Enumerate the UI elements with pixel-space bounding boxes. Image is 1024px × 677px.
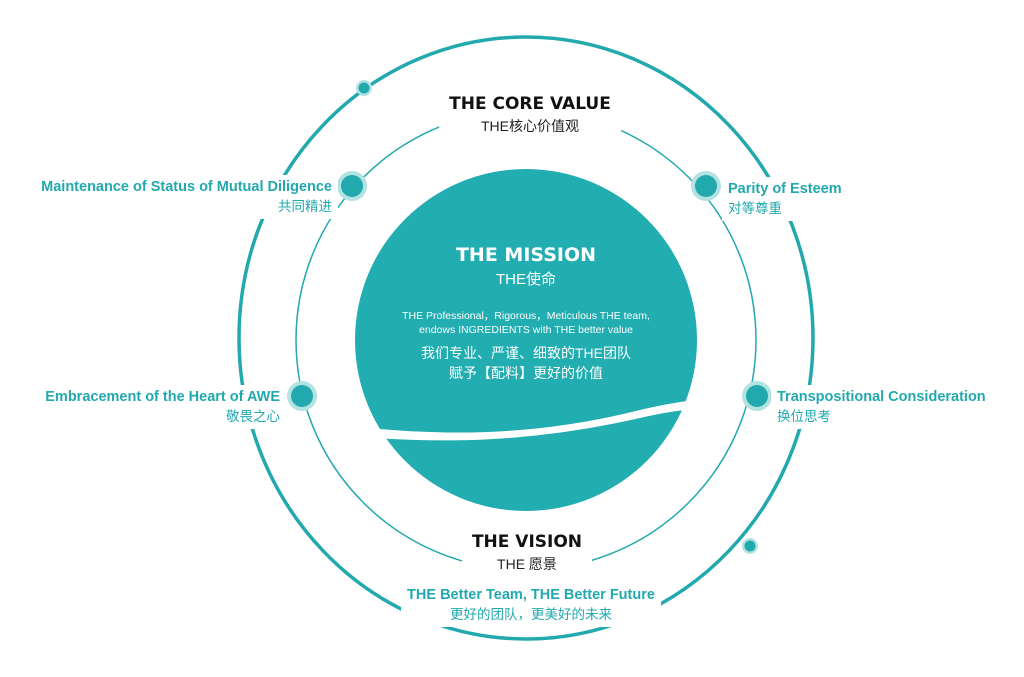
value-label-zh: 换位思考	[777, 409, 831, 424]
value-awe: Embracement of the Heart of AWE 敬畏之心	[39, 385, 286, 429]
mission-desc-en-line2: endows INGREDIENTS with THE better value	[419, 324, 633, 336]
value-transpositional: Transpositional Consideration 换位思考	[771, 385, 992, 429]
vision-heading: THE VISION THE 愿景	[461, 530, 593, 576]
node-awe	[287, 381, 317, 411]
value-label-zh: 敬畏之心	[226, 409, 280, 424]
value-label-en: Embracement of the Heart of AWE	[45, 389, 280, 405]
outer-ring	[237, 35, 815, 641]
value-label-zh: 对等尊重	[728, 201, 782, 216]
vision-subtitle: THE 愿景	[497, 556, 557, 572]
mission-desc-en-line1: THE Professional，Rigorous，Meticulous THE…	[402, 310, 650, 322]
outer-dot-top	[356, 80, 372, 96]
vision-slogan: THE Better Team, THE Better Future 更好的团队…	[401, 583, 661, 627]
node-mutual-diligence	[337, 171, 367, 201]
value-parity-esteem: Parity of Esteem 对等尊重	[722, 177, 848, 221]
mission-title: THE MISSION	[455, 244, 597, 266]
mission-desc-en: THE Professional，Rigorous，Meticulous THE…	[402, 309, 650, 337]
value-label-en: Maintenance of Status of Mutual Diligenc…	[41, 179, 332, 195]
core-value-heading: THE CORE VALUE THE核心价值观	[439, 92, 621, 138]
core-value-title: THE CORE VALUE	[449, 94, 611, 114]
outer-dot-bottom	[742, 538, 758, 554]
value-mutual-diligence: Maintenance of Status of Mutual Diligenc…	[35, 175, 338, 219]
mission-desc-zh-line1: 我们专业、严谨、细致的THE团队	[421, 345, 631, 361]
node-transpositional	[742, 381, 772, 411]
node-parity-esteem	[691, 171, 721, 201]
core-value-subtitle: THE核心价值观	[481, 118, 579, 134]
value-label-zh: 共同精进	[278, 199, 332, 214]
mission-desc-zh-line2: 赋予【配料】更好的价值	[449, 365, 603, 381]
mission-block: THE MISSION THE使命 THE Professional，Rigor…	[402, 244, 650, 383]
vision-slogan-zh: 更好的团队，更美好的未来	[449, 607, 612, 622]
mission-subtitle: THE使命	[495, 271, 556, 288]
value-label-en: Transpositional Consideration	[777, 389, 986, 405]
vision-title: THE VISION	[471, 532, 583, 552]
wave-swoosh	[350, 399, 710, 441]
mission-desc-zh: 我们专业、严谨、细致的THE团队 赋予【配料】更好的价值	[402, 343, 650, 383]
value-label-en: Parity of Esteem	[728, 181, 842, 197]
mission-circle	[355, 169, 697, 511]
vision-slogan-en: THE Better Team, THE Better Future	[407, 587, 655, 603]
